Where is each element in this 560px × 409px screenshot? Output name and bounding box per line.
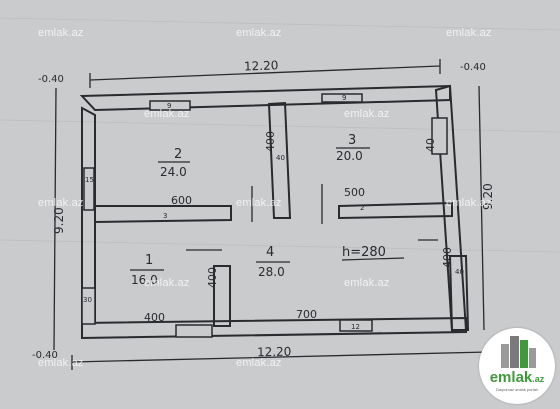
opening-label: 30 — [83, 296, 92, 304]
opening-label: 40 — [276, 154, 285, 162]
watermark: emlak.az — [344, 277, 390, 289]
watermark: emlak.az — [236, 357, 282, 369]
wall-right-lower-length: 400 — [441, 247, 454, 268]
wall-center-left-length: 400 — [206, 267, 219, 288]
dimension-lines — [53, 59, 489, 370]
ceiling-height: h=280 — [342, 245, 386, 260]
dim-top-total: 12.20 — [244, 58, 279, 73]
watermark: emlak.az — [38, 27, 84, 39]
watermark: emlak.az — [446, 197, 492, 209]
wall-room3-bottom-length: 500 — [344, 186, 365, 199]
watermark: emlak.az — [344, 108, 390, 120]
opening-label: 3 — [163, 212, 167, 220]
room-number: 2 — [174, 147, 182, 162]
wall-room2-bottom-length: 600 — [171, 194, 192, 207]
opening-label: 9 — [167, 102, 171, 110]
paper-lines — [0, 17, 560, 253]
watermark: emlak.az — [38, 197, 84, 209]
watermark: emlak.az — [446, 27, 492, 39]
opening-label: 2 — [360, 204, 364, 212]
watermark: emlak.az — [144, 277, 190, 289]
dim-offset-bottom-left: -0.40 — [32, 350, 58, 361]
logo-wordmark: emlak.az — [489, 369, 545, 386]
opening-label: 9 — [342, 94, 346, 102]
opening-label: 15 — [85, 176, 94, 184]
opening-marks — [81, 93, 448, 338]
opening-label: 40 — [455, 268, 464, 276]
dim-left-height: 9.20 — [52, 207, 66, 234]
logo-tagline: Daşınmaz əmlak portalı — [495, 387, 538, 392]
wall-center-right-length: 400 — [264, 131, 277, 152]
building-skyline-icon — [501, 336, 536, 368]
dim-offset-top-right: -0.40 — [460, 62, 486, 73]
dim-bottom-total: 12.20 — [257, 345, 292, 360]
watermark: emlak.az — [144, 108, 190, 120]
opening-label: 12 — [351, 323, 360, 331]
wall-bottom-right-length: 700 — [296, 308, 317, 321]
emlak-logo[interactable]: emlak.az Daşınmaz əmlak portalı — [479, 328, 555, 404]
room-number: 4 — [266, 245, 274, 260]
room-3: 3 20.0 — [336, 133, 370, 163]
dim-offset-top-left: -0.40 — [38, 74, 64, 85]
room-1: 1 16.0 — [130, 253, 164, 287]
outer-walls — [79, 84, 470, 340]
room-area: 16.0 — [131, 273, 158, 287]
room-area: 20.0 — [336, 149, 363, 163]
wall-bottom-left-length: 400 — [144, 311, 165, 324]
room-area: 24.0 — [160, 165, 187, 179]
watermark: emlak.az — [236, 27, 282, 39]
watermark: emlak.az — [38, 357, 84, 369]
room-4: 4 28.0 — [256, 245, 290, 279]
dim-right-height: 9.20 — [481, 183, 495, 210]
room-number: 3 — [348, 133, 356, 148]
room-2: 2 24.0 — [158, 147, 190, 179]
room-area: 28.0 — [258, 265, 285, 279]
room-number: 1 — [145, 253, 153, 268]
wall-room3-right-length: 40 — [424, 138, 437, 152]
watermark: emlak.az — [236, 197, 282, 209]
